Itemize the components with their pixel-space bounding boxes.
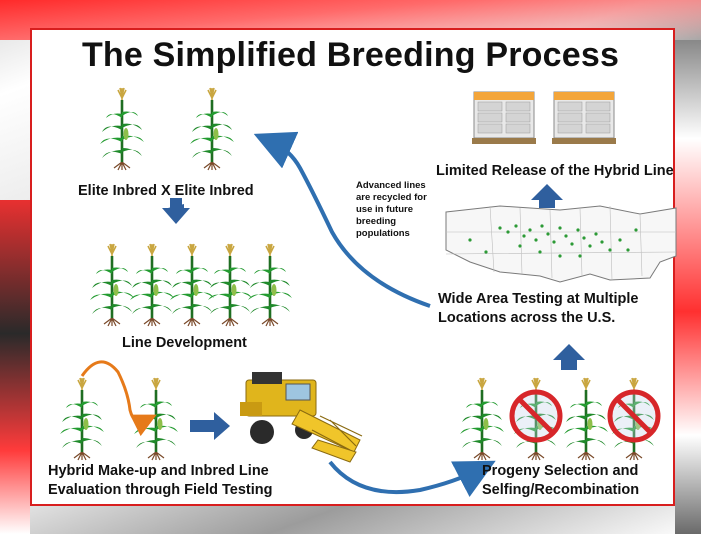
recycle-note-line: populations [356, 228, 410, 239]
recycle-note: Advanced lines are recycled for use in f… [356, 180, 427, 240]
corn-plant-icon [188, 86, 236, 172]
corn-plant-icon [246, 242, 294, 328]
corn-plant-icon [88, 242, 136, 328]
line-development-label: Line Development [122, 335, 247, 351]
up-arrow-lower [553, 344, 585, 370]
harvest-to-progeny-curve [328, 460, 496, 497]
limited-release-label: Limited Release of the Hybrid Line [436, 163, 674, 179]
right-arrow [190, 412, 230, 440]
elite-cross-label: Elite Inbred X Elite Inbred [78, 183, 254, 199]
hybrid-makeup-label-1: Hybrid Make-up and Inbred Line [48, 463, 269, 479]
seed-pallet-icon [471, 91, 537, 145]
corn-plant-icon [132, 376, 180, 462]
recycle-curve-arrow [253, 131, 431, 308]
red-band-left [0, 200, 30, 534]
corn-plant-icon [562, 376, 610, 462]
recycle-note-line: use in future [356, 204, 414, 215]
corn-plant-icon [458, 376, 506, 462]
wide-area-label-2: Locations across the U.S. [438, 310, 616, 326]
harvester-icon [240, 372, 363, 463]
hybrid-makeup-label-2: Evaluation through Field Testing [48, 482, 273, 498]
corn-plant-icon [168, 242, 216, 328]
corn-plant-icon [206, 242, 254, 328]
recycle-note-line: Advanced lines [356, 180, 426, 191]
red-band-right [675, 40, 701, 534]
page-title: The Simplified Breeding Process [81, 36, 620, 74]
corn-plant-icon [98, 86, 146, 172]
progeny-label-2: Selfing/Recombination [482, 482, 640, 498]
us-map-icon [445, 205, 677, 283]
down-arrow [162, 204, 190, 224]
corn-plant-icon [58, 376, 106, 462]
up-arrow-upper [531, 184, 563, 208]
prohibit-icon [512, 392, 560, 440]
recycle-note-line: are recycled for [356, 192, 427, 203]
prohibit-icon [610, 392, 658, 440]
progeny-label-1: Progeny Selection and [482, 463, 639, 479]
corn-plant-icon [128, 242, 176, 328]
recycle-note-line: breeding [356, 216, 397, 227]
wide-area-label-1: Wide Area Testing at Multiple [438, 291, 639, 307]
pollination-arrow [80, 360, 157, 437]
seed-pallet-icon [551, 91, 617, 145]
